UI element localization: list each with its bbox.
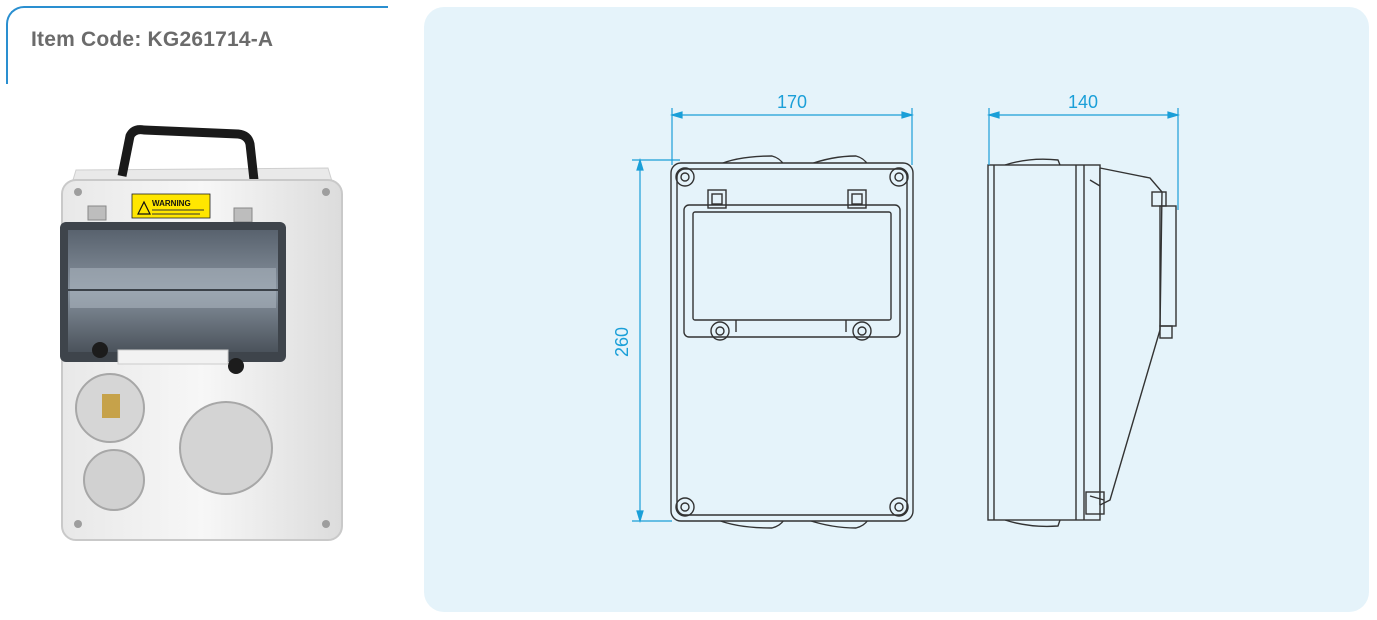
- front-view: [670, 155, 914, 529]
- warning-label: WARNING: [131, 193, 211, 219]
- dimension-height-label: 260: [612, 327, 632, 357]
- dimension-depth-label: 140: [1068, 92, 1098, 112]
- side-view: [987, 158, 1177, 528]
- item-code-frame: [6, 6, 388, 84]
- dimension-lines: [632, 108, 1181, 524]
- item-code-title: Item Code: KG261714-A: [31, 28, 274, 51]
- dimension-width-label: 170: [777, 92, 807, 112]
- warning-label-text: WARNING: [152, 199, 191, 208]
- product-photo: WARNING: [60, 125, 343, 541]
